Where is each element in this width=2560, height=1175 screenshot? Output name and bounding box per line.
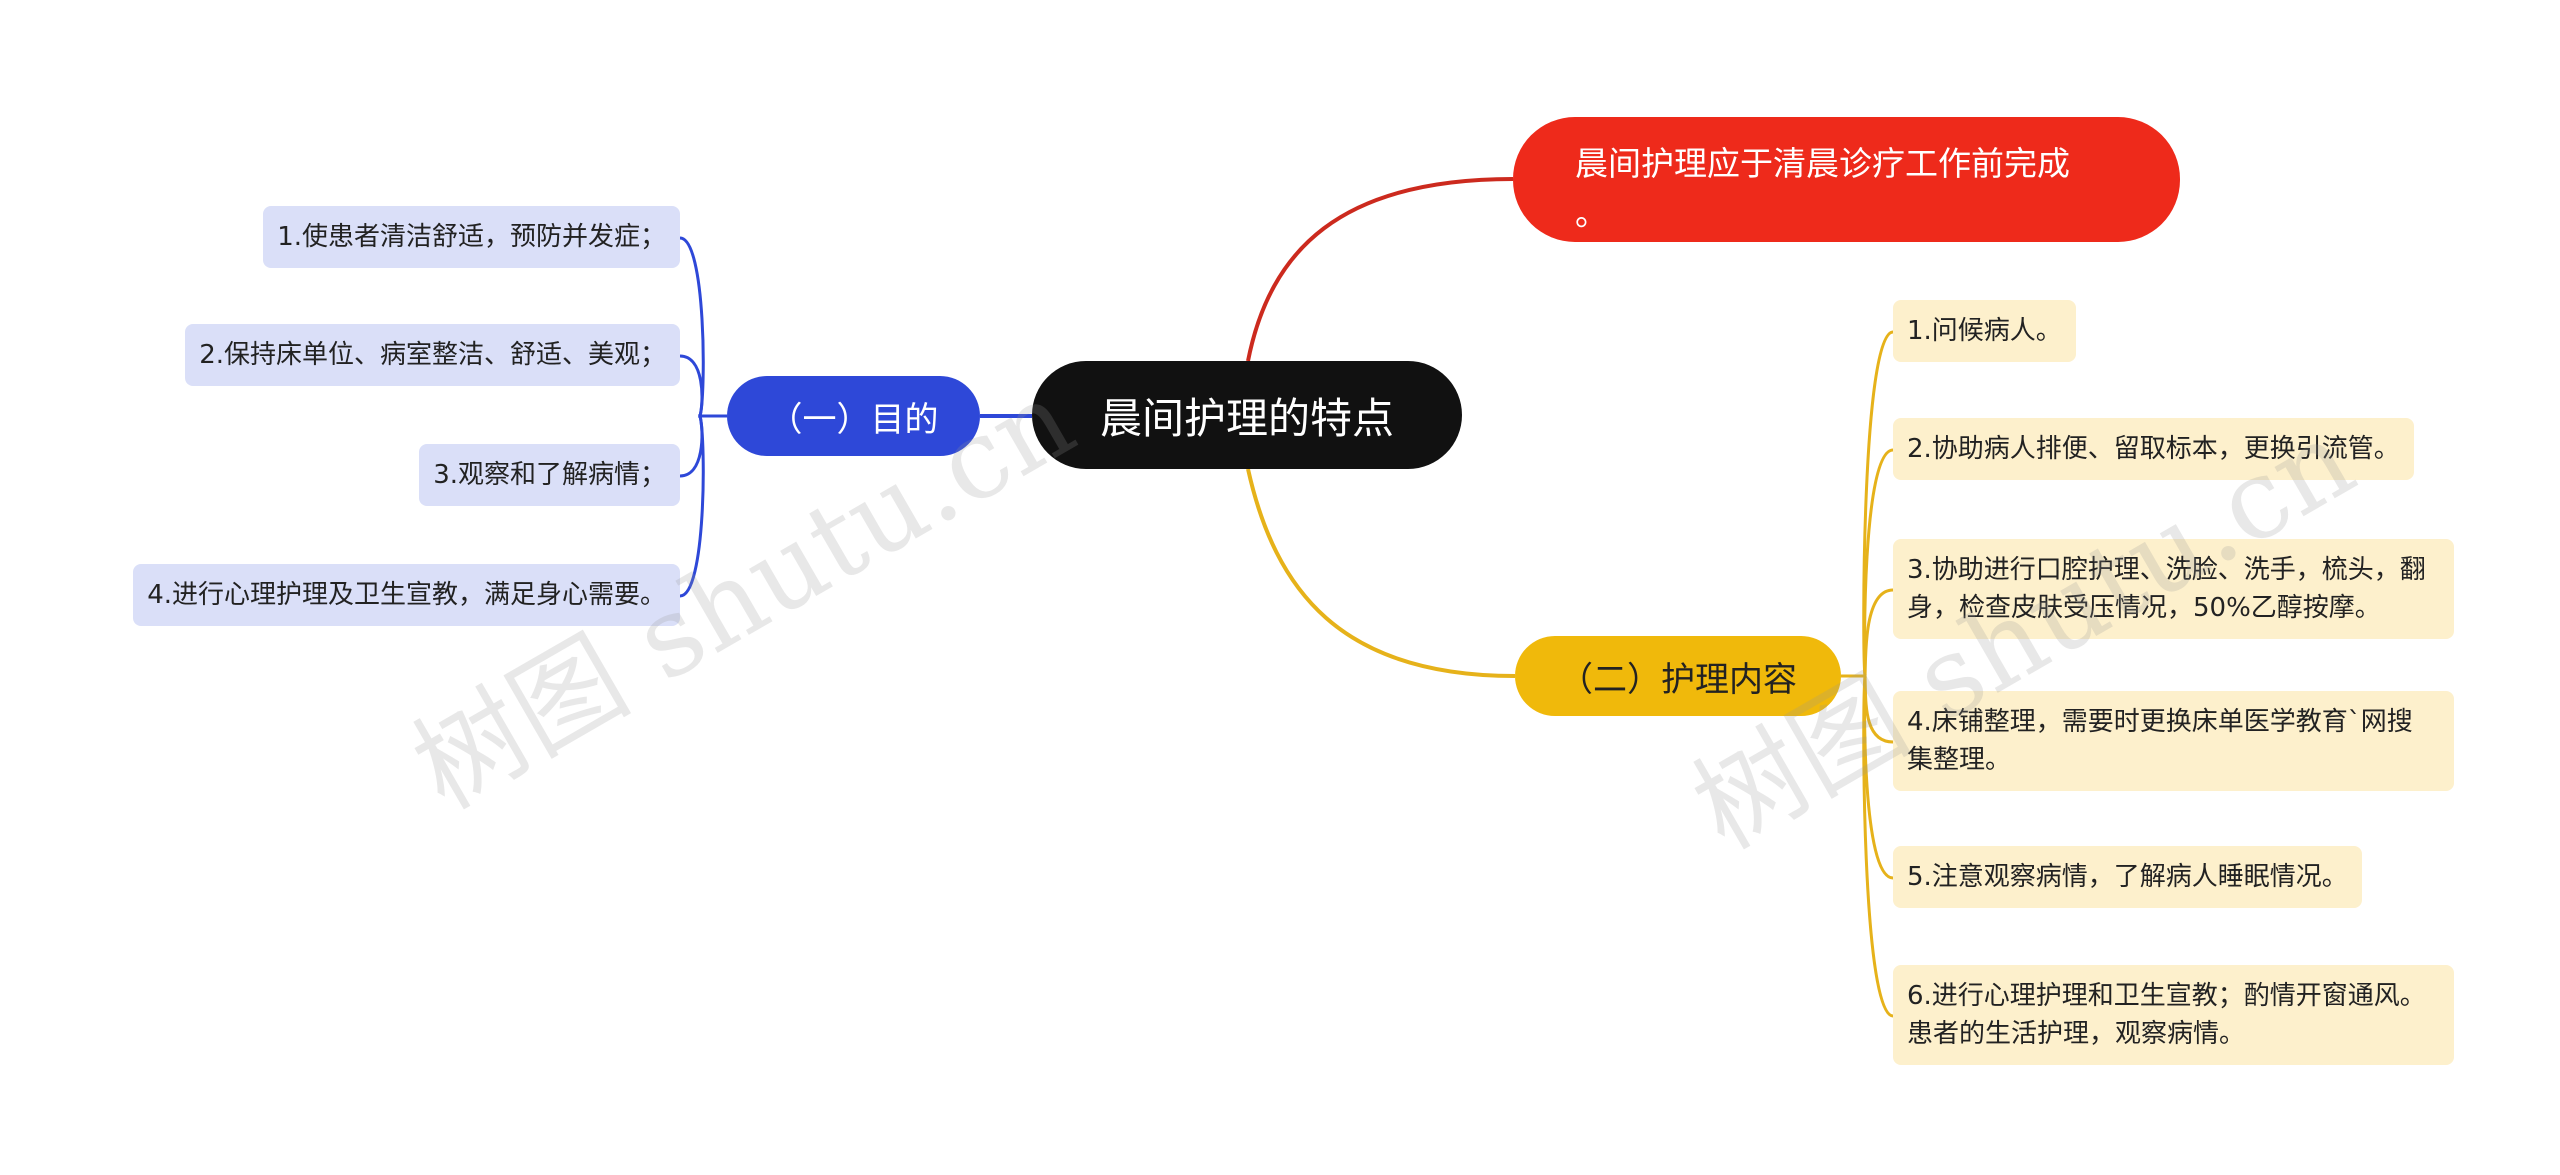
- connector-center-content: [1246, 468, 1516, 678]
- connector-content-leaf-6: [1841, 674, 1894, 1018]
- content-item-4-line-1: 4.床铺整理，需要时更换床单医学教育`网搜: [1907, 707, 2413, 737]
- content-item-2[interactable]: 2.协助病人排便、留取标本，更换引流管。: [1893, 418, 2414, 480]
- content-item-4[interactable]: 4.床铺整理，需要时更换床单医学教育`网搜 集整理。: [1893, 691, 2454, 791]
- content-item-3-line-1: 3.协助进行口腔护理、洗脸、洗手，梳头，翻: [1907, 555, 2426, 585]
- purpose-item-1[interactable]: 1.使患者清洁舒适，预防并发症；: [263, 206, 680, 268]
- note-line-1: 晨间护理应于清晨诊疗工作前完成: [1575, 144, 2070, 183]
- content-item-3[interactable]: 3.协助进行口腔护理、洗脸、洗手，梳头，翻 身，检查皮肤受压情况，50%乙醇按摩…: [1893, 539, 2454, 639]
- purpose-item-2[interactable]: 2.保持床单位、病室整洁、舒适、美观；: [185, 324, 680, 386]
- content-item-1[interactable]: 1.问候病人。: [1893, 300, 2076, 362]
- content-item-5-line-1: 5.注意观察病情，了解病人睡眠情况。: [1907, 862, 2348, 892]
- content-item-4-line-2: 集整理。: [1907, 745, 2012, 775]
- content-item-6-line-1: 6.进行心理护理和卫生宣教；酌情开窗通风。: [1907, 981, 2426, 1011]
- connector-content-leaf-3: [1841, 588, 1894, 678]
- connector-purpose-leaf-4: [679, 414, 727, 598]
- content-item-6-line-2: 患者的生活护理，观察病情。: [1907, 1019, 2246, 1049]
- center-topic[interactable]: 晨间护理的特点: [1032, 361, 1462, 469]
- connector-center-note: [1246, 177, 1514, 362]
- note-node[interactable]: 晨间护理应于清晨诊疗工作前完成 。: [1513, 117, 2180, 242]
- content-item-2-line-1: 2.协助病人排便、留取标本，更换引流管。: [1907, 434, 2400, 464]
- content-item-6[interactable]: 6.进行心理护理和卫生宣教；酌情开窗通风。 患者的生活护理，观察病情。: [1893, 965, 2454, 1065]
- connector-content-leaf-4: [1841, 674, 1894, 744]
- branch-content[interactable]: （二）护理内容: [1515, 636, 1841, 716]
- branch-purpose[interactable]: （一）目的: [727, 376, 980, 456]
- purpose-item-4[interactable]: 4.进行心理护理及卫生宣教，满足身心需要。: [133, 564, 680, 626]
- connector-purpose-leaf-1: [679, 236, 727, 418]
- connector-content-leaf-1: [1841, 330, 1894, 678]
- purpose-item-3[interactable]: 3.观察和了解病情；: [419, 444, 680, 506]
- content-item-3-line-2: 身，检查皮肤受压情况，50%乙醇按摩。: [1907, 593, 2381, 623]
- content-item-5[interactable]: 5.注意观察病情，了解病人睡眠情况。: [1893, 846, 2362, 908]
- content-item-1-line-1: 1.问候病人。: [1907, 316, 2062, 346]
- note-line-2: 。: [1575, 194, 1608, 233]
